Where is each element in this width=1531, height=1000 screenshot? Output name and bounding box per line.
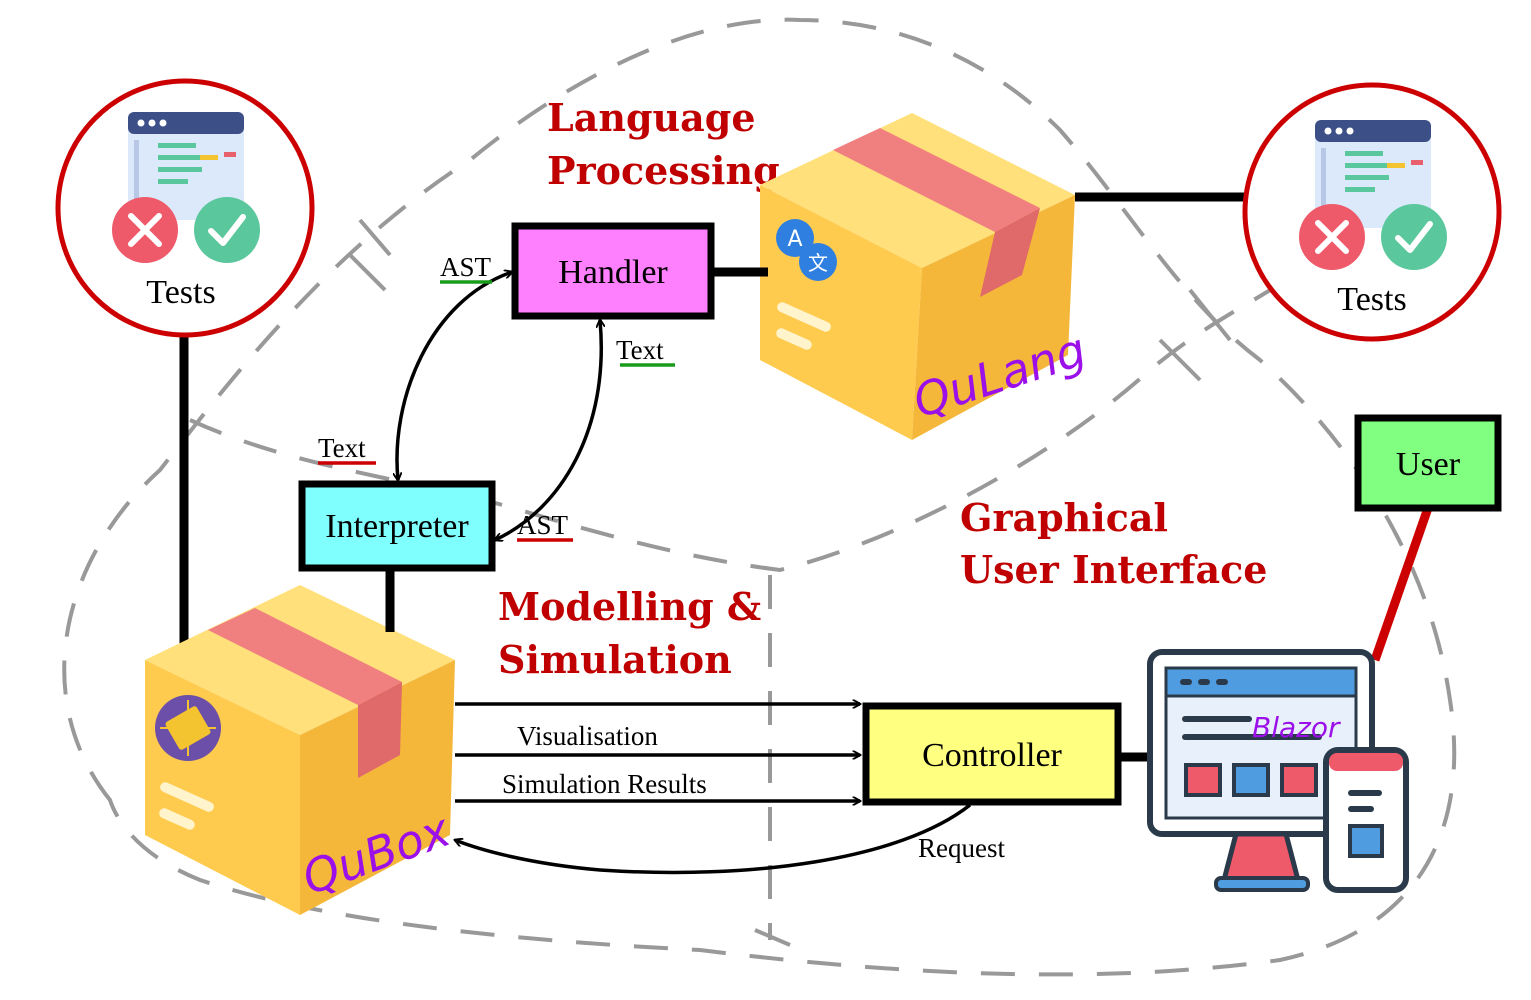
region-boundaries xyxy=(62,17,1457,977)
pass-icon xyxy=(194,197,260,263)
edge-label-text-interpreter: Text xyxy=(318,433,376,465)
pass-icon xyxy=(1381,204,1447,270)
interpreter-node: Interpreter xyxy=(298,480,496,572)
user-node: User xyxy=(1354,414,1502,512)
user-label: User xyxy=(1396,446,1461,483)
edge-label-ast-handler: AST xyxy=(440,252,492,284)
edge-label-text-handler: Text xyxy=(616,335,675,367)
fail-icon xyxy=(1299,204,1365,270)
user-link xyxy=(1370,506,1433,662)
edge-label-request: Request xyxy=(918,833,1005,863)
svg-text:A: A xyxy=(787,227,802,252)
edge-label-text: Text xyxy=(318,433,366,463)
region-title-language: Language xyxy=(547,95,756,140)
tests-left-label: Tests xyxy=(146,274,215,311)
edge-label-simulation-results: Simulation Results xyxy=(502,769,707,799)
tests-right-label: Tests xyxy=(1337,281,1406,318)
code-window-icon xyxy=(1315,120,1431,228)
phone-icon xyxy=(1323,747,1409,893)
qulang-package: A 文 QuLang xyxy=(760,113,1092,440)
region-title-graphical: Graphical xyxy=(960,495,1168,540)
arrow-controller-qubox-request xyxy=(455,803,972,875)
interpreter-label: Interpreter xyxy=(325,508,469,545)
controller-label: Controller xyxy=(922,737,1062,774)
region-title-simulation: Simulation xyxy=(498,637,732,682)
chip-icon xyxy=(155,695,221,761)
tests-right: Tests xyxy=(1075,82,1502,342)
monitor-icon xyxy=(1147,649,1375,892)
region-title-modelling: Modelling & xyxy=(498,584,761,629)
edge-label-ast-interpreter: AST xyxy=(517,510,573,542)
region-title-processing: Processing xyxy=(547,148,780,193)
tests-left: Tests xyxy=(55,78,315,645)
arrow-interpreter-handler-inner xyxy=(495,320,601,540)
outer-boundary xyxy=(62,17,1457,977)
region-title-user-interface: User Interface xyxy=(960,547,1267,592)
blazor-label: Blazor xyxy=(1252,711,1341,744)
edge-label-visualisation: Visualisation xyxy=(517,721,658,751)
svg-text:文: 文 xyxy=(808,251,828,275)
edge-label-text: AST xyxy=(440,252,492,282)
fail-icon xyxy=(112,197,178,263)
edge-label-text: AST xyxy=(517,510,569,540)
edge-label-text: Text xyxy=(616,335,664,365)
arrow-interpreter-handler-outer xyxy=(397,272,512,480)
qubox-package: QuBox xyxy=(145,585,458,915)
handler-node: Handler xyxy=(511,222,715,320)
handler-label: Handler xyxy=(558,254,668,291)
controller-node: Controller xyxy=(862,702,1122,806)
code-window-icon xyxy=(128,112,244,220)
translate-icon: A 文 xyxy=(776,219,837,281)
